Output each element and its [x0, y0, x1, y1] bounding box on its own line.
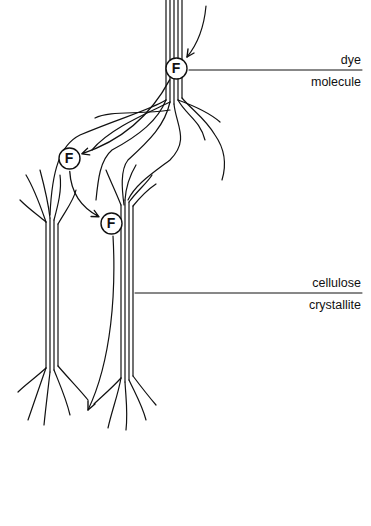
flow-arrow — [88, 236, 114, 410]
part-label: crystallite — [309, 299, 361, 312]
left-crystallite — [18, 170, 88, 425]
arrow-head — [88, 401, 95, 410]
part-label: cellulose — [312, 277, 361, 290]
part-label: dye — [341, 54, 361, 67]
flow-arrow — [187, 6, 206, 57]
dye-molecule-circle: F — [58, 147, 81, 170]
migration-arrow — [70, 171, 99, 216]
part-label: molecule — [311, 76, 361, 89]
dye-symbol: F — [100, 216, 123, 230]
dye-molecule-circle: F — [100, 212, 123, 235]
dye-symbol: F — [165, 61, 188, 75]
dye-symbol: F — [58, 151, 81, 165]
migration-arrow — [82, 80, 170, 155]
dye-molecule-circle: F — [165, 57, 188, 80]
top-bundle — [50, 0, 224, 215]
right-crystallite — [94, 165, 156, 430]
leader-line — [135, 293, 362, 294]
leader-line — [189, 70, 362, 71]
arrow-head — [187, 49, 194, 57]
